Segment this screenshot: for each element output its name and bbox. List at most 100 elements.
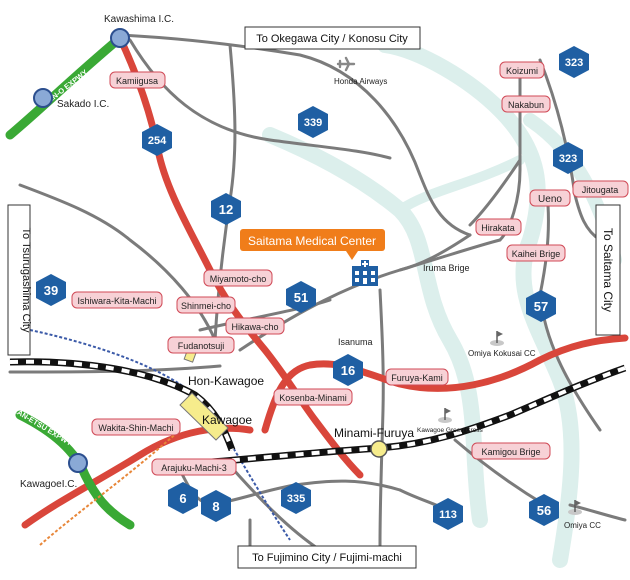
minami-furuya-station-marker (370, 440, 388, 458)
west-label: To Tsurugashima City (20, 228, 32, 333)
intersection-hikawa: Hikawa-cho (225, 317, 285, 335)
route-12-number: 12 (219, 202, 233, 217)
kan-etsu-expwy (15, 410, 135, 530)
intersection-ueno-label: Ueno (538, 194, 562, 205)
route-56-number: 56 (537, 503, 551, 518)
route-254-road (116, 34, 364, 479)
kawagoe-ic-marker (68, 453, 88, 473)
intersection-miyamoto-label: Miyamoto-cho (210, 274, 267, 284)
north-label: To Okegawa City / Konosu City (256, 33, 408, 45)
place-isanuma: Isanuma (338, 337, 373, 347)
intersection-kamiigusa: Kamiigusa (109, 71, 166, 89)
intersection-ishiwara: Ishiwara-Kita-Machi (71, 291, 163, 309)
kawashima-ic-label: Kawashima I.C. (104, 14, 174, 25)
route-323b-number: 323 (559, 153, 577, 165)
intersection-furuya: Furuya-Kami (385, 368, 449, 386)
intersection-miyamoto: Miyamoto-cho (203, 269, 273, 287)
place-honda-airways: Honda Airways (334, 77, 387, 86)
kawashima-ic-marker (110, 28, 130, 48)
route-323a-number: 323 (565, 57, 583, 69)
rail-tobu-dash (9, 359, 234, 451)
route-323b-marker: 323 (553, 142, 583, 174)
intersection-hirakata: Hirakata (475, 218, 522, 236)
golf-icon-kawagoe-green (438, 408, 452, 423)
route-339-marker: 339 (298, 106, 328, 138)
intersection-furuya-label: Furuya-Kami (391, 373, 443, 383)
destination-label-box (240, 229, 385, 251)
intersection-ishiwara-label: Ishiwara-Kita-Machi (77, 296, 156, 306)
destination-callout: Saitama Medical Center (240, 229, 385, 260)
edge-labels: To Okegawa City / Konosu City To Fujimin… (7, 26, 621, 569)
route-57-marker: 57 (526, 290, 556, 322)
intersection-kaihei-label: Kaihei Brige (512, 249, 561, 259)
intersections-layer: Kamiigusa Koizumi Nakabun Jitougata Ueno… (71, 61, 629, 476)
route-39-marker: 39 (36, 274, 66, 306)
route-56-marker: 56 (529, 494, 559, 526)
golf-icon-omiya-cc (568, 500, 582, 515)
north-label-box (244, 26, 421, 50)
sakado-ic-label: Sakado I.C. (57, 99, 109, 110)
route-12-marker: 12 (211, 193, 241, 225)
ken-o-expwy (5, 33, 125, 140)
route-335-marker: 335 (281, 482, 311, 514)
intersection-kamigou: Kamigou Brige (471, 442, 551, 460)
interchanges-layer (33, 28, 130, 473)
station-minami-furuya: Minami-Furuya (334, 426, 414, 440)
golf-icon-omiya-kokusai (490, 331, 504, 346)
intersection-hikawa-label: Hikawa-cho (231, 322, 278, 332)
airplane-icon (336, 56, 356, 72)
intersection-wakita: Wakita-Shin-Machi (91, 418, 181, 436)
route-113-number: 113 (439, 509, 457, 521)
kawagoe-station-platform (179, 392, 229, 441)
route-6-number: 6 (179, 491, 186, 506)
intersection-arajuku-label: Arajuku-Machi-3 (161, 463, 227, 473)
intersection-koizumi: Koizumi (499, 61, 545, 79)
hospital-icon (352, 260, 378, 286)
intersection-fudanotsuji: Fudanotsuji (167, 336, 235, 354)
intersection-nakabun-label: Nakabun (508, 100, 544, 110)
rail-jr-dash (199, 366, 626, 465)
route-57-number: 57 (534, 299, 548, 314)
route-339-number: 339 (304, 117, 322, 129)
intersection-shinmei: Shinmei-cho (176, 296, 236, 314)
route-113-marker: 113 (433, 498, 463, 530)
route-254-number: 254 (148, 135, 167, 147)
west-label-box (7, 204, 31, 356)
route-6-marker: 6 (168, 482, 198, 514)
river-north (377, 37, 580, 568)
route-markers: 323 339 254 323 12 51 39 57 16 6 8 335 1… (36, 46, 589, 530)
place-iruma-brige: Iruma Brige (423, 263, 470, 273)
kawagoe-ic-label: KawagoeI.C. (20, 479, 77, 490)
destination-pointer (346, 251, 358, 260)
station-kawagoe: Kawagoe (202, 413, 252, 427)
east-label: To Saitama City (601, 228, 615, 312)
river-west-branch (395, 155, 525, 215)
kan-etsu-label: KAN-ETSU EXPWY (11, 405, 74, 448)
route-16-number: 16 (341, 363, 355, 378)
route-39-number: 39 (44, 283, 58, 298)
intersection-ueno: Ueno (529, 189, 571, 207)
station-hon-kawagoe: Hon-Kawagoe (188, 374, 264, 388)
destination-label: Saitama Medical Center (248, 234, 376, 248)
sakado-ic-marker (33, 88, 53, 108)
route-51-marker: 51 (286, 281, 316, 313)
place-omiya-cc: Omiya CC (564, 521, 601, 530)
intersection-hirakata-label: Hirakata (481, 223, 515, 233)
intersection-nakabun: Nakabun (501, 95, 551, 113)
place-omiya-kokusai: Omiya Kokusai CC (468, 349, 536, 358)
intersection-kosenba: Kosenba-Minami (273, 388, 353, 406)
intersection-shinmei-label: Shinmei-cho (181, 301, 231, 311)
intersection-koizumi-label: Koizumi (506, 66, 538, 76)
intersection-fudanotsuji-label: Fudanotsuji (178, 341, 225, 351)
south-label: To Fujimino City / Fujimi-machi (252, 552, 402, 564)
route-8-marker: 8 (201, 490, 231, 522)
intersection-wakita-label: Wakita-Shin-Machi (98, 423, 173, 433)
intersection-kamiigusa-label: Kamiigusa (116, 76, 158, 86)
south-label-box (237, 545, 417, 569)
east-label-box (595, 204, 621, 336)
intersection-kosenba-label: Kosenba-Minami (279, 393, 347, 403)
route-335-number: 335 (287, 493, 305, 505)
expressways-layer (5, 33, 135, 530)
intersection-kamigou-label: Kamigou Brige (481, 447, 540, 457)
